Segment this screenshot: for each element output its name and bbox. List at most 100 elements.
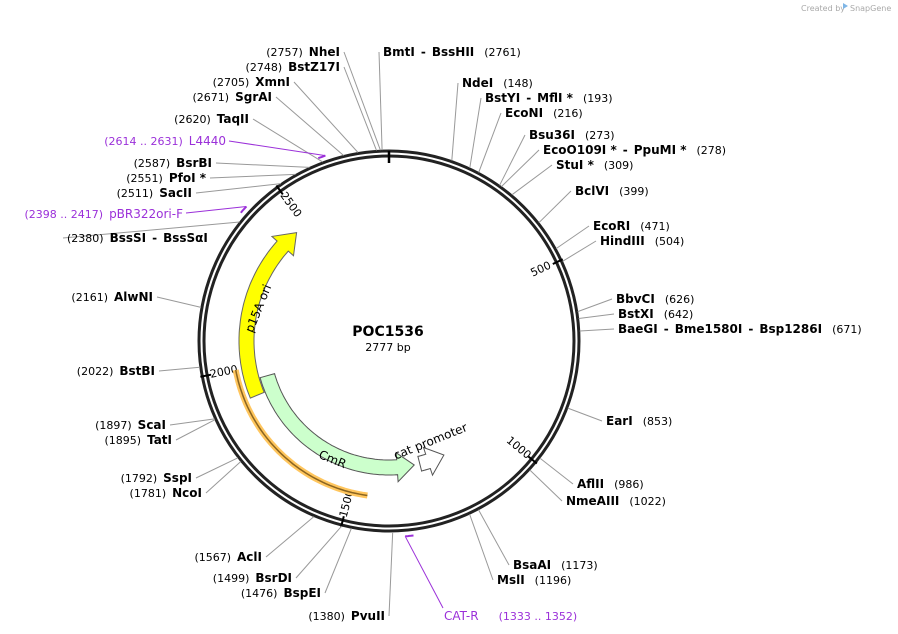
enzyme-site-bsaai[interactable]: BsaAI(1173) bbox=[478, 509, 598, 572]
enzyme-connector bbox=[478, 509, 510, 566]
enzyme-site-bsssi[interactable]: (2380)BssSI-BssSαI bbox=[62, 221, 240, 245]
enzyme-site-acli[interactable]: (1567)AclI bbox=[194, 516, 315, 564]
primer-label: (2398 .. 2417)pBR322ori-F bbox=[25, 207, 184, 221]
enzyme-site-aflii[interactable]: AflII(986) bbox=[539, 457, 644, 491]
enzyme-separator: - bbox=[664, 322, 669, 336]
enzyme-name: Bme1580I bbox=[675, 322, 743, 336]
enzyme-name: PpuMI * bbox=[634, 143, 688, 157]
enzyme-name: BmtI bbox=[383, 45, 415, 59]
enzyme-name: NmeAIII bbox=[566, 494, 619, 508]
enzyme-connector bbox=[275, 96, 344, 156]
enzyme-connector bbox=[175, 419, 216, 441]
enzyme-site-bstyi[interactable]: BstYI-MflI *(193) bbox=[469, 91, 613, 168]
primer-range: (2614 .. 2631) bbox=[104, 135, 183, 148]
enzyme-site-bstbi[interactable]: (2022)BstBI bbox=[77, 364, 200, 378]
enzyme-name: AflII bbox=[577, 477, 604, 491]
enzyme-connector bbox=[478, 112, 502, 173]
enzyme-site-hindiii[interactable]: HindIII(504) bbox=[562, 234, 685, 262]
enzyme-name: TaqII bbox=[217, 112, 249, 126]
enzyme-name: BssSI bbox=[110, 231, 147, 245]
enzyme-site-sgrai[interactable]: (2671)SgrAI bbox=[193, 90, 344, 156]
enzyme-site-tati[interactable]: (1895)TatI bbox=[104, 419, 216, 447]
enzyme-site-nmeaiii[interactable]: NmeAIII(1022) bbox=[529, 469, 666, 508]
enzyme-position: (2748) bbox=[246, 61, 283, 74]
enzyme-position: (2551) bbox=[126, 172, 163, 185]
enzyme-site-ecori[interactable]: EcoRI(471) bbox=[555, 219, 670, 250]
enzyme-site-alwni[interactable]: (2161)AlwNI bbox=[71, 290, 202, 308]
enzyme-site-econi[interactable]: EcoNI(216) bbox=[478, 106, 583, 173]
enzyme-connector bbox=[538, 190, 572, 224]
enzyme-position: (399) bbox=[619, 185, 649, 198]
primer-l4440[interactable]: (2614 .. 2631)L4440 bbox=[104, 134, 326, 160]
enzyme-site-bsrdi[interactable]: (1499)BsrDI bbox=[213, 525, 343, 585]
enzyme-label: BclVI (399) bbox=[575, 184, 649, 198]
enzyme-label: (2022)BstBI bbox=[77, 364, 155, 378]
cat-promoter-arrow bbox=[417, 446, 445, 477]
primer-cat-r[interactable]: CAT-R(1333 .. 1352) bbox=[404, 534, 577, 624]
primer-mark bbox=[240, 205, 248, 214]
enzyme-site-scai[interactable]: (1897)ScaI bbox=[95, 418, 215, 432]
enzyme-separator: - bbox=[421, 45, 426, 59]
enzyme-connector bbox=[501, 149, 540, 187]
enzyme-site-bbvci[interactable]: BbvCI(626) bbox=[577, 292, 695, 313]
enzyme-name: SspI bbox=[163, 471, 192, 485]
enzyme-site-msli[interactable]: MslI(1196) bbox=[469, 514, 572, 587]
enzyme-site-stui[interactable]: StuI *(309) bbox=[511, 158, 634, 196]
enzyme-position: (2380) bbox=[67, 232, 104, 245]
enzyme-site-ecoo109i[interactable]: EcoO109I *-PpuMI *(278) bbox=[501, 143, 726, 187]
enzyme-site-bmti[interactable]: BmtI-BssHII(2761) bbox=[378, 45, 521, 151]
enzyme-site-taqii[interactable]: (2620) TaqII bbox=[174, 112, 323, 163]
enzyme-label: (1897)ScaI bbox=[95, 418, 166, 432]
enzyme-site-pvuii[interactable]: (1380)PvuII bbox=[308, 531, 394, 623]
cmr-arrow bbox=[259, 372, 415, 483]
enzyme-name: BstZ17I bbox=[288, 60, 340, 74]
enzyme-position: (2620) bbox=[174, 113, 211, 126]
enzyme-label: Bsu36I(273) bbox=[529, 128, 615, 142]
enzyme-label: (1567)AclI bbox=[194, 550, 262, 564]
enzyme-label: BbvCI(626) bbox=[616, 292, 694, 306]
plasmid-size: 2777 bp bbox=[365, 341, 410, 354]
enzyme-name: NdeI bbox=[462, 76, 493, 90]
enzyme-connector bbox=[388, 531, 394, 617]
enzyme-name: BssSαI bbox=[163, 231, 208, 245]
enzyme-site-bclvi[interactable]: BclVI (399) bbox=[538, 184, 649, 224]
enzyme-site-ndei[interactable]: NdeI(148) bbox=[451, 76, 533, 161]
enzyme-site-nhei[interactable]: (2757)NheI bbox=[266, 45, 381, 151]
enzyme-site-xmni[interactable]: (2705)XmnI bbox=[213, 75, 359, 153]
primer-pbr322ori-f[interactable]: (2398 .. 2417)pBR322ori-F bbox=[25, 205, 248, 222]
enzyme-site-bsu36i[interactable]: Bsu36I(273) bbox=[499, 128, 615, 186]
enzyme-site-bspei[interactable]: (1476)BspEI bbox=[241, 528, 352, 600]
enzyme-site-eari[interactable]: EarI(853) bbox=[567, 407, 672, 428]
enzyme-position: (1567) bbox=[194, 551, 231, 564]
enzyme-site-baegi[interactable]: BaeGI-Bme1580I-Bsp1286I(671) bbox=[579, 322, 862, 336]
enzyme-site-sacii[interactable]: (2511)SacII bbox=[117, 183, 281, 200]
primer-connector bbox=[228, 140, 326, 157]
enzyme-site-sspi[interactable]: (1792) SspI bbox=[121, 457, 239, 485]
enzyme-name: NcoI bbox=[172, 486, 202, 500]
enzyme-site-bstxi[interactable]: BstXI(642) bbox=[578, 307, 694, 321]
enzyme-label: (2705)XmnI bbox=[213, 75, 290, 89]
enzyme-label: (1380)PvuII bbox=[308, 609, 385, 623]
credit-text: Created by bbox=[801, 4, 845, 13]
enzyme-connector bbox=[577, 298, 613, 313]
enzyme-name: XmnI bbox=[255, 75, 290, 89]
enzyme-name: BbvCI bbox=[616, 292, 655, 306]
enzyme-site-bstz17i[interactable]: (2748) BstZ17I bbox=[246, 60, 377, 151]
enzyme-name: Bsp1286I bbox=[759, 322, 822, 336]
enzyme-label: BstYI-MflI *(193) bbox=[485, 91, 613, 105]
enzyme-name: BclVI bbox=[575, 184, 609, 198]
enzyme-site-ncoi[interactable]: (1781)NcoI bbox=[130, 461, 242, 501]
enzyme-position: (1196) bbox=[535, 574, 572, 587]
enzyme-site-bsrbi[interactable]: (2587)BsrBI bbox=[134, 156, 310, 170]
enzyme-separator: - bbox=[526, 91, 531, 105]
enzyme-position: (1792) bbox=[121, 472, 158, 485]
orange-feature-core bbox=[234, 369, 368, 497]
primer-label: CAT-R(1333 .. 1352) bbox=[444, 609, 577, 623]
primer-name: CAT-R bbox=[444, 609, 479, 623]
enzyme-label: (2551)PfoI * bbox=[126, 171, 206, 185]
enzyme-position: (2671) bbox=[193, 91, 230, 104]
enzyme-name: PvuII bbox=[351, 609, 385, 623]
enzyme-label: (1781)NcoI bbox=[130, 486, 202, 500]
enzyme-site-pfoi[interactable]: (2551)PfoI * bbox=[126, 171, 296, 185]
